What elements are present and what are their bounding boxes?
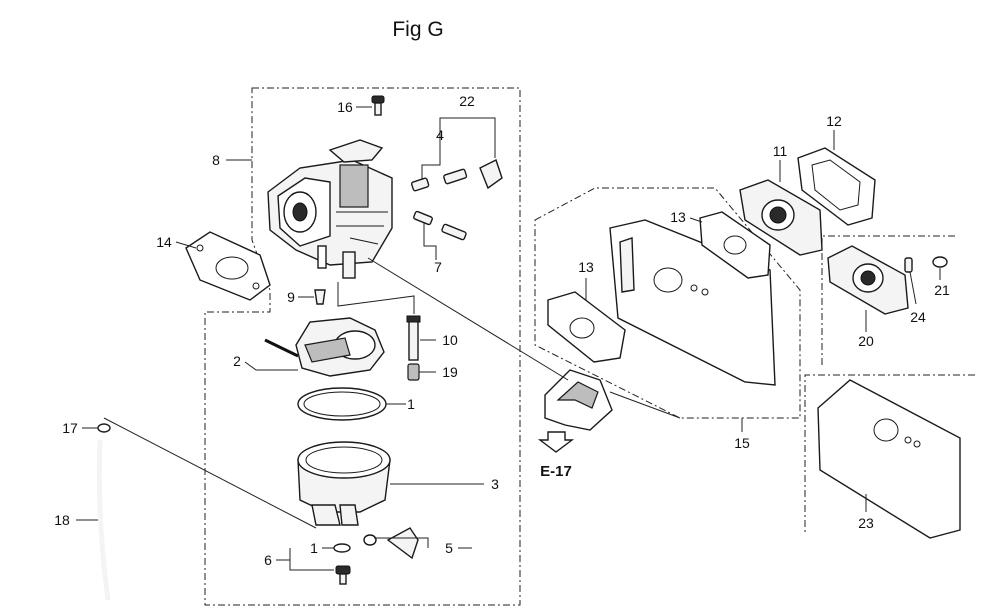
callout-14: 14	[156, 234, 172, 250]
carburetor-body[interactable]	[267, 139, 393, 279]
float-chamber-3[interactable]	[297, 441, 391, 526]
callout-22: 22	[459, 93, 475, 109]
pin-24[interactable]	[904, 257, 913, 273]
callout-17: 17	[62, 420, 78, 436]
callout-15: 15	[734, 435, 750, 451]
gasket-12[interactable]	[797, 147, 876, 226]
reference-label: E-17	[540, 463, 572, 480]
main-jet-19[interactable]	[407, 363, 420, 381]
drain-screw-5[interactable]	[363, 527, 419, 560]
jet-kit-4[interactable]	[410, 159, 503, 192]
callout-24: 24	[910, 309, 926, 325]
callout-16: 16	[337, 99, 353, 115]
callout-19: 19	[442, 364, 458, 380]
callout-4: 4	[436, 127, 444, 143]
callout-20: 20	[858, 333, 874, 349]
cap-21[interactable]	[932, 256, 948, 268]
intake-elbow[interactable]	[544, 369, 613, 431]
leader-lines	[76, 106, 941, 571]
gasket-13-right[interactable]	[699, 211, 771, 279]
figure-title: Fig G	[392, 18, 443, 41]
o-ring-1[interactable]	[297, 387, 387, 421]
callout-9: 9	[287, 289, 295, 305]
screw-kit-7[interactable]	[413, 210, 467, 241]
reference-arrow-e17[interactable]: E-17	[537, 431, 575, 480]
float-assembly[interactable]	[295, 317, 385, 377]
callouts: 8 16 22 4 7 14 9 10 19 2 1 3 5 1 6 17 18…	[54, 93, 950, 568]
callout-13-right: 13	[670, 209, 686, 225]
callout-2: 2	[233, 353, 241, 369]
tube-clip-17[interactable]	[97, 423, 111, 433]
fuel-tube-18[interactable]	[96, 439, 111, 601]
callout-1-top: 1	[407, 396, 415, 412]
callout-13-left: 13	[578, 259, 594, 275]
callout-10: 10	[442, 332, 458, 348]
gasket-13-left[interactable]	[547, 291, 626, 363]
callout-11: 11	[773, 143, 788, 159]
main-nozzle-10[interactable]	[406, 315, 421, 361]
callout-6: 6	[264, 552, 272, 568]
insulator-11[interactable]	[739, 179, 823, 256]
float-pin-2[interactable]	[264, 338, 299, 358]
insulator-20[interactable]	[827, 245, 909, 315]
bolt-washer-6[interactable]	[333, 543, 351, 585]
gasket-23[interactable]	[817, 379, 961, 539]
callout-7: 7	[434, 259, 442, 275]
callout-8: 8	[212, 152, 220, 168]
callout-18: 18	[54, 512, 70, 528]
callout-12: 12	[826, 113, 842, 129]
callout-23: 23	[858, 515, 874, 531]
callout-5: 5	[445, 540, 453, 556]
callout-3: 3	[491, 476, 499, 492]
float-needle-9[interactable]	[314, 289, 326, 305]
callout-21: 21	[934, 282, 950, 298]
callout-1-bottom: 1	[310, 540, 318, 556]
kit-23-boundary	[804, 374, 975, 535]
gasket-14[interactable]	[185, 231, 271, 301]
screw-16[interactable]	[371, 95, 385, 116]
